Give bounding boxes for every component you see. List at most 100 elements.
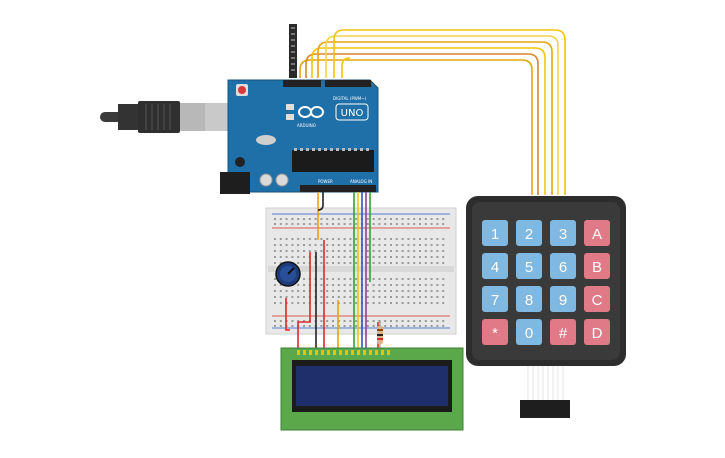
- breadboard-hole: [337, 218, 340, 220]
- keypad-key-c[interactable]: C: [584, 286, 610, 312]
- keypad-key-4[interactable]: 4: [482, 253, 508, 279]
- breadboard-hole: [395, 284, 398, 286]
- breadboard-hole: [395, 238, 398, 240]
- keypad-key-label: 8: [525, 292, 533, 309]
- breadboard-hole: [274, 325, 276, 327]
- breadboard-hole: [337, 262, 340, 264]
- breadboard-hole: [303, 250, 305, 252]
- breadboard-hole: [372, 244, 375, 246]
- keypad-key-d[interactable]: D: [584, 319, 610, 345]
- breadboard-hole: [413, 320, 416, 322]
- keypad-key-5[interactable]: 5: [516, 253, 542, 279]
- breadboard-hole: [401, 238, 404, 240]
- breadboard-hole: [384, 284, 387, 286]
- breadboard-hole: [320, 320, 323, 322]
- breadboard-hole: [349, 218, 352, 220]
- keypad-key-label: 9: [559, 292, 567, 309]
- keypad-key-3[interactable]: 3: [550, 220, 576, 246]
- keypad-key-8[interactable]: 8: [516, 286, 542, 312]
- keypad-key-9[interactable]: 9: [550, 286, 576, 312]
- keypad-key-label: #: [559, 325, 568, 342]
- breadboard-hole: [413, 302, 416, 304]
- breadboard-hole: [297, 218, 300, 220]
- breadboard-hole: [320, 218, 323, 220]
- keypad-key-label: C: [592, 292, 603, 309]
- breadboard-hole: [395, 218, 398, 220]
- breadboard-hole: [291, 238, 294, 240]
- breadboard-hole: [424, 244, 427, 246]
- breadboard-hole: [401, 290, 404, 292]
- breadboard-hole: [332, 290, 334, 292]
- breadboard-hole: [355, 302, 358, 304]
- breadboard-hole: [349, 284, 352, 286]
- breadboard-hole: [384, 290, 387, 292]
- breadboard-hole: [308, 238, 311, 240]
- breadboard-hole: [401, 262, 404, 264]
- breadboard-hole: [407, 244, 410, 246]
- breadboard-hole: [366, 223, 369, 225]
- breadboard-hole: [436, 302, 439, 304]
- breadboard-hole: [332, 325, 334, 327]
- keypad-key-star[interactable]: *: [482, 319, 508, 345]
- breadboard-hole: [442, 290, 445, 292]
- breadboard-hole: [303, 223, 305, 225]
- potentiometer[interactable]: [275, 261, 301, 287]
- breadboard-hole: [303, 218, 305, 220]
- breadboard-hole: [401, 320, 404, 322]
- keypad-key-6[interactable]: 6: [550, 253, 576, 279]
- breadboard-hole: [401, 250, 404, 252]
- breadboard-hole: [372, 238, 375, 240]
- breadboard-hole: [337, 256, 340, 258]
- breadboard-hole: [384, 262, 387, 264]
- breadboard-hole: [401, 218, 404, 220]
- breadboard-hole: [378, 290, 381, 292]
- breadboard-hole: [424, 290, 427, 292]
- breadboard-hole: [303, 290, 305, 292]
- breadboard-hole: [442, 250, 445, 252]
- breadboard-hole: [297, 238, 300, 240]
- keypad-key-a[interactable]: A: [584, 220, 610, 246]
- breadboard-hole: [413, 262, 416, 264]
- keypad-key-7[interactable]: 7: [482, 286, 508, 312]
- breadboard-hole: [337, 290, 340, 292]
- breadboard-hole: [314, 218, 317, 220]
- breadboard-hole: [430, 278, 433, 280]
- breadboard-hole: [436, 320, 439, 322]
- keypad-key-hash[interactable]: #: [550, 319, 576, 345]
- breadboard-hole: [285, 244, 288, 246]
- breadboard-hole: [355, 250, 358, 252]
- breadboard-hole: [442, 218, 445, 220]
- breadboard-hole: [366, 250, 369, 252]
- breadboard-hole: [308, 218, 311, 220]
- breadboard-hole: [419, 320, 421, 322]
- breadboard-hole: [430, 290, 433, 292]
- breadboard-hole: [355, 223, 358, 225]
- breadboard-hole: [366, 284, 369, 286]
- breadboard-hole: [424, 278, 427, 280]
- breadboard-hole: [401, 325, 404, 327]
- breadboard-hole: [285, 218, 288, 220]
- breadboard-hole: [384, 320, 387, 322]
- breadboard-hole: [343, 325, 346, 327]
- breadboard-hole: [291, 256, 294, 258]
- breadboard-hole: [303, 244, 305, 246]
- breadboard-hole: [442, 296, 445, 298]
- breadboard-hole: [303, 284, 305, 286]
- keypad-key-2[interactable]: 2: [516, 220, 542, 246]
- breadboard-hole: [326, 238, 329, 240]
- breadboard-hole: [303, 320, 305, 322]
- keypad-key-label: 3: [559, 226, 567, 243]
- breadboard-hole: [372, 278, 375, 280]
- power-jack: [220, 172, 250, 194]
- keypad-key-1[interactable]: 1: [482, 220, 508, 246]
- breadboard-hole: [424, 302, 427, 304]
- breadboard-hole: [355, 320, 358, 322]
- breadboard-hole: [332, 320, 334, 322]
- keypad-key-0[interactable]: 0: [516, 319, 542, 345]
- breadboard-hole: [436, 244, 439, 246]
- breadboard-hole: [320, 325, 323, 327]
- breadboard-hole: [436, 256, 439, 258]
- keypad-key-b[interactable]: B: [584, 253, 610, 279]
